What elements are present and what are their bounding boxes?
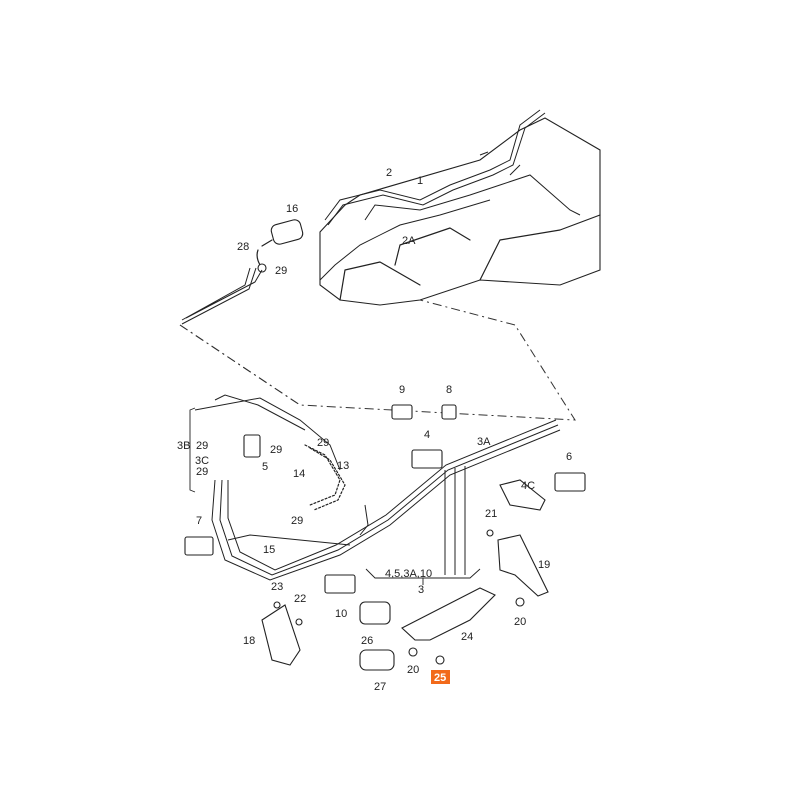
label-10: 10 (335, 608, 347, 620)
label-group: 4,5,3A,10 (385, 568, 432, 580)
label-6: 6 (566, 451, 572, 463)
label-29: 29 (317, 437, 329, 449)
label-4c: 4C (521, 480, 535, 492)
holder-7[interactable] (184, 536, 214, 556)
fuel-lines-underbody[interactable] (194, 394, 561, 581)
label-29: 29 (270, 444, 282, 456)
fuel-lines-tank[interactable] (319, 109, 581, 281)
fuel-line-front[interactable] (181, 267, 263, 325)
label-29: 29 (196, 466, 208, 478)
label-13: 13 (337, 460, 349, 472)
cover-24[interactable] (401, 587, 496, 641)
label-7: 7 (196, 515, 202, 527)
label-28: 28 (237, 241, 249, 253)
label-2: 2 (386, 167, 392, 179)
holder-4[interactable] (411, 449, 443, 469)
label-9: 9 (399, 384, 405, 396)
part-labels: 2 1 2A 16 28 29 9 8 4 3A 6 4C 3B 29 3C 2… (177, 167, 572, 693)
label-23: 23 (271, 581, 283, 593)
bracket-19[interactable] (497, 534, 549, 597)
holder-6[interactable] (554, 472, 586, 492)
mount-27[interactable] (359, 649, 395, 671)
label-27: 27 (374, 681, 386, 693)
label-2a: 2A (402, 235, 416, 247)
highlight-box[interactable] (431, 670, 450, 684)
nut-23[interactable] (273, 601, 281, 609)
label-20: 20 (514, 616, 526, 628)
label-5: 5 (262, 461, 268, 473)
clip-8[interactable] (441, 404, 457, 420)
mount-26[interactable] (359, 601, 391, 625)
nut-20[interactable] (515, 597, 525, 607)
label-22: 22 (294, 593, 306, 605)
hose-13-14[interactable] (304, 444, 346, 511)
label-18: 18 (243, 635, 255, 647)
bracket-4c[interactable] (499, 479, 546, 511)
label-24: 24 (461, 631, 473, 643)
label-19: 19 (538, 559, 550, 571)
label-29: 29 (291, 515, 303, 527)
label-26: 26 (361, 635, 373, 647)
bracket-18[interactable] (261, 604, 301, 666)
label-16: 16 (286, 203, 298, 215)
label-21: 21 (485, 508, 497, 520)
fuel-filter[interactable] (256, 218, 304, 273)
nut-20[interactable] (408, 647, 418, 657)
label-4: 4 (424, 429, 430, 441)
label-3c: 3C (195, 455, 209, 467)
label-29: 29 (275, 265, 287, 277)
label-1: 1 (417, 175, 423, 187)
label-20: 20 (407, 664, 419, 676)
label-3a: 3A (477, 436, 491, 448)
label-15: 15 (263, 544, 275, 556)
holder-5[interactable] (243, 434, 261, 458)
label-8: 8 (446, 384, 452, 396)
bracket-10[interactable] (324, 574, 356, 594)
label-25-highlighted[interactable]: 25 (434, 672, 446, 684)
fuel-tank[interactable] (319, 117, 601, 306)
clip-9[interactable] (391, 404, 413, 420)
nut-25[interactable] (435, 655, 445, 665)
label-3b: 3B (177, 440, 190, 452)
label-29: 29 (196, 440, 208, 452)
label-3: 3 (418, 584, 424, 596)
bolt-21[interactable] (486, 529, 494, 537)
screw-22[interactable] (295, 618, 303, 626)
label-14: 14 (293, 468, 305, 480)
